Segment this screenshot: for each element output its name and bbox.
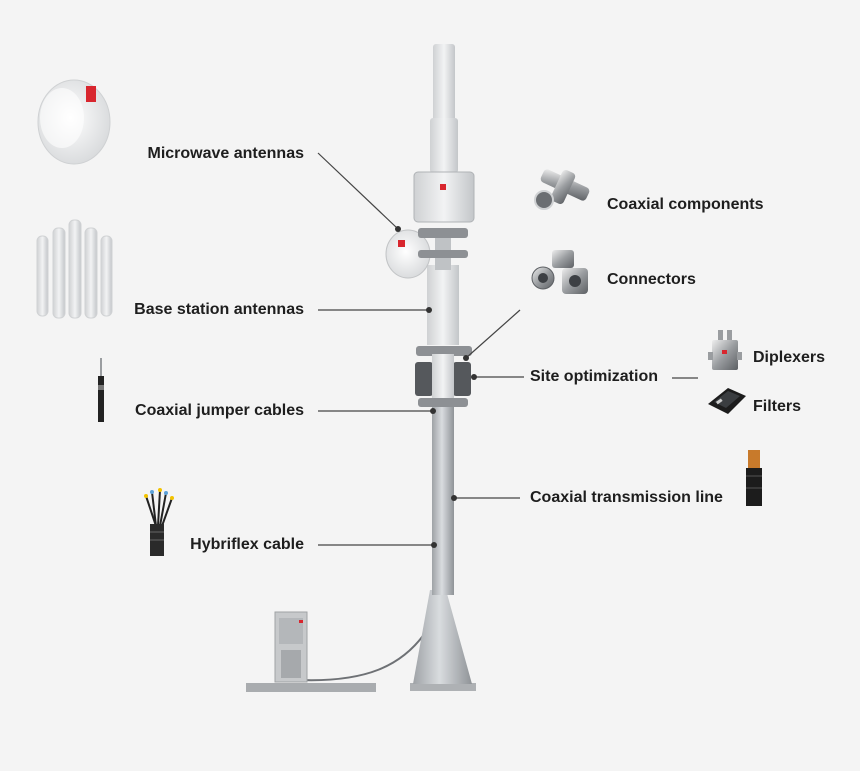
- equipment-cabinet-icon: [274, 611, 308, 683]
- label-microwave-antennas: Microwave antennas: [147, 145, 305, 162]
- brand-marker: [440, 184, 446, 190]
- ground-cable: [299, 621, 433, 682]
- label-base-station-antennas: Base station antennas: [134, 301, 304, 318]
- tower-pole: [432, 405, 454, 595]
- leader-site-optimization: [471, 374, 524, 380]
- base-station-antenna-section: [427, 265, 459, 345]
- microwave-antenna-dish-icon: [37, 79, 111, 165]
- label-diplexers: Diplexers: [753, 349, 826, 366]
- leader-lines: [317, 152, 698, 548]
- hybriflex-cable-icon: [144, 488, 174, 556]
- dish-brand-marker: [398, 240, 405, 247]
- leader-connectors: [463, 309, 521, 361]
- top-radio-unit: [413, 171, 475, 223]
- upper-antenna-radome: [430, 118, 458, 173]
- tower-base-plate: [410, 683, 476, 691]
- diplexer-icon: [708, 330, 742, 370]
- coaxial-components-icon: [534, 169, 590, 210]
- leader-coaxial-jumper-cables: [318, 408, 436, 414]
- mount-bracket-lower: [416, 346, 472, 356]
- tower-filter-right: [453, 362, 471, 396]
- mount-bracket-top: [418, 228, 468, 238]
- tower-filter-left: [415, 362, 433, 396]
- mount-bracket-bottom: [418, 398, 468, 407]
- leader-coaxial-transmission-line: [451, 495, 520, 501]
- label-filters: Filters: [753, 398, 802, 415]
- base-station-antennas-icon: [36, 219, 113, 319]
- label-connectors: Connectors: [607, 271, 696, 288]
- label-site-optimization: Site optimization: [530, 368, 658, 385]
- tower-combiner: [432, 354, 454, 402]
- coaxial-transmission-line-icon: [746, 450, 762, 506]
- label-hybriflex-cable: Hybriflex cable: [190, 536, 304, 553]
- coaxial-jumper-cable-icon: [98, 358, 104, 422]
- label-coaxial-transmission-line: Coaxial transmission line: [530, 489, 723, 506]
- label-coaxial-components: Coaxial components: [607, 196, 764, 213]
- mount-bracket-mid: [418, 250, 468, 258]
- connectors-icon: [531, 250, 588, 294]
- tower-flared-base: [413, 590, 472, 684]
- top-antenna-radome: [433, 44, 455, 122]
- leader-base-station-antennas: [318, 307, 432, 313]
- cell-tower-illustration: [246, 44, 476, 692]
- leader-hybriflex-cable: [318, 542, 437, 548]
- filter-icon: [708, 388, 746, 414]
- leader-microwave-antennas: [317, 152, 401, 232]
- label-coaxial-jumper-cables: Coaxial jumper cables: [135, 402, 304, 419]
- ground-pad: [246, 683, 376, 692]
